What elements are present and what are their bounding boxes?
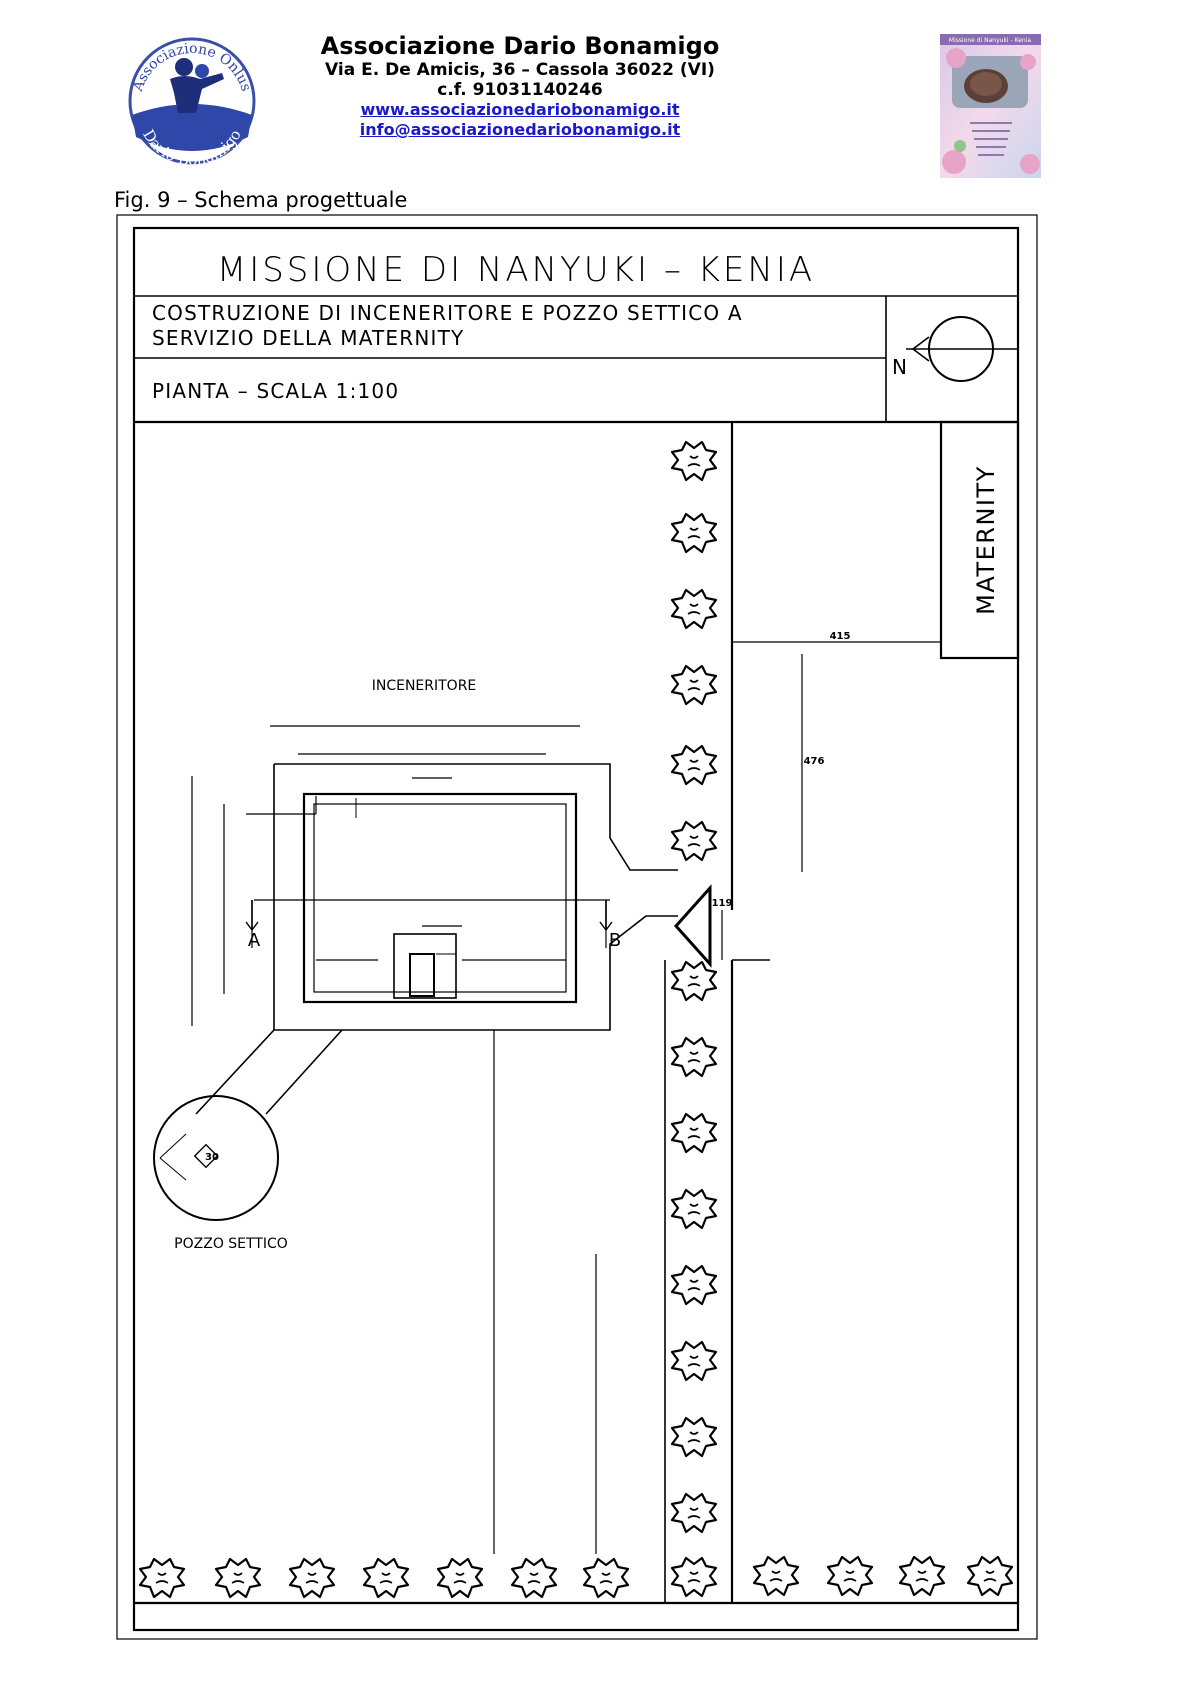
north-arrow-icon: N [892, 316, 1018, 382]
section-b-label: B [609, 930, 621, 951]
section-marker-a: A [245, 900, 261, 951]
incinerator-label: INCENERITORE [372, 678, 477, 694]
plan-scale: PIANTA – SCALA 1:100 [152, 379, 399, 403]
email-link[interactable]: info@associazionedariobonamigo.it [359, 120, 681, 139]
website-link[interactable]: www.associazionedariobonamigo.it [360, 100, 680, 119]
org-address: Via E. De Amicis, 36 – Cassola 36022 (VI… [325, 60, 715, 80]
dimension-lines [191, 641, 941, 1554]
org-name: Associazione Dario Bonamigo [320, 32, 720, 60]
tree-row-horizontal [138, 1555, 1014, 1599]
section-marker-b: B [599, 900, 621, 951]
plan-subtitle-line2: SERVIZIO DELLA MATERNITY [152, 326, 464, 350]
maternity-label: MATERNITY [972, 465, 1000, 615]
maternity-building [939, 420, 1020, 660]
plan-title: MISSIONE DI NANYUKI – KENIA [217, 250, 815, 290]
septic-tank-plan [153, 1029, 343, 1221]
mission-photo: Missione di Nanyuki - Kenia [940, 34, 1041, 178]
incinerator-plan [273, 763, 678, 1031]
section-a-label: A [248, 930, 261, 951]
dim-476: 476 [804, 756, 825, 767]
tree-row-vertical [670, 440, 718, 1598]
dim-30: 30 [205, 1152, 219, 1163]
outer-frame [116, 214, 1038, 1640]
photo-title: Missione di Nanyuki - Kenia [949, 37, 1031, 44]
septic-label: POZZO SETTICO [174, 1236, 288, 1252]
plan-subtitle-line1: COSTRUZIONE DI INCENERITORE E POZZO SETT… [152, 301, 743, 325]
letterhead: Associazione Dario Bonamigo Via E. De Am… [260, 32, 780, 140]
figure-caption: Fig. 9 – Schema progettuale [114, 188, 408, 212]
entrance-marker-icon [673, 884, 712, 968]
dim-415: 415 [830, 631, 851, 642]
dim-119: 119 [712, 898, 733, 909]
drawing-border [132, 226, 1020, 1632]
association-logo: Associazione Onlus Dario Bonamigo [128, 37, 256, 168]
north-label: N [892, 355, 907, 379]
site-plan-drawing: MISSIONE DI NANYUKI – KENIA COSTRUZIONE … [116, 214, 1038, 1640]
org-fiscal-code: c.f. 91031140246 [437, 80, 603, 100]
